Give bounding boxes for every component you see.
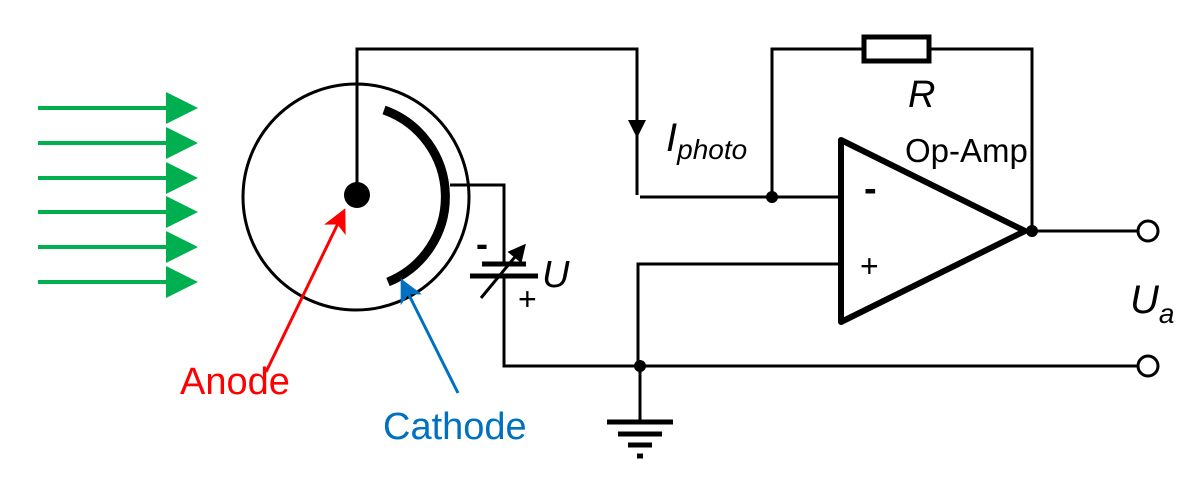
output-terminal (1136, 219, 1160, 243)
anode-dot (344, 182, 370, 208)
op-amp-label: Op-Amp (905, 132, 1028, 169)
battery-to-ground-wire (502, 275, 1138, 368)
variable-arrow-icon (479, 243, 526, 299)
cathode-wire (450, 183, 506, 265)
voltage-label: U (542, 254, 570, 296)
op-amp-triangle (838, 137, 1028, 325)
feedback-wire-left (770, 47, 864, 197)
cathode-label: Cathode (383, 406, 527, 448)
cathode-plate (382, 105, 450, 287)
resistor-label: R (908, 74, 936, 116)
output-voltage-main: U (1130, 278, 1159, 322)
anode-label: Anode (180, 361, 290, 403)
anode-pointer (264, 208, 346, 373)
ground-symbol-icon (607, 419, 673, 459)
ground-terminal (1136, 354, 1160, 378)
output-voltage-label: Ua (1130, 280, 1174, 328)
feedback-wire-right (929, 47, 1034, 231)
resistor (861, 34, 932, 64)
current-label-main: I (666, 116, 678, 160)
junction-dot (634, 360, 646, 372)
wires (241, 34, 1160, 421)
output-voltage-sub: a (1158, 298, 1175, 329)
junctions (344, 182, 1038, 372)
light-rays (38, 92, 198, 298)
junction-dot (1026, 225, 1038, 237)
battery-plus-label: + (518, 281, 537, 317)
anode-wire (355, 47, 639, 195)
non-inverting-input-wire (636, 262, 841, 366)
op-amp-minus-label: - (864, 168, 877, 210)
battery-minus-label: - (476, 223, 488, 264)
op-amp-plus-label: + (860, 248, 879, 284)
junction-dot (766, 191, 778, 203)
current-label-sub: photo (677, 134, 748, 165)
cathode-pointer (400, 278, 460, 394)
battery (470, 243, 538, 299)
current-label: Iphoto (666, 118, 747, 164)
